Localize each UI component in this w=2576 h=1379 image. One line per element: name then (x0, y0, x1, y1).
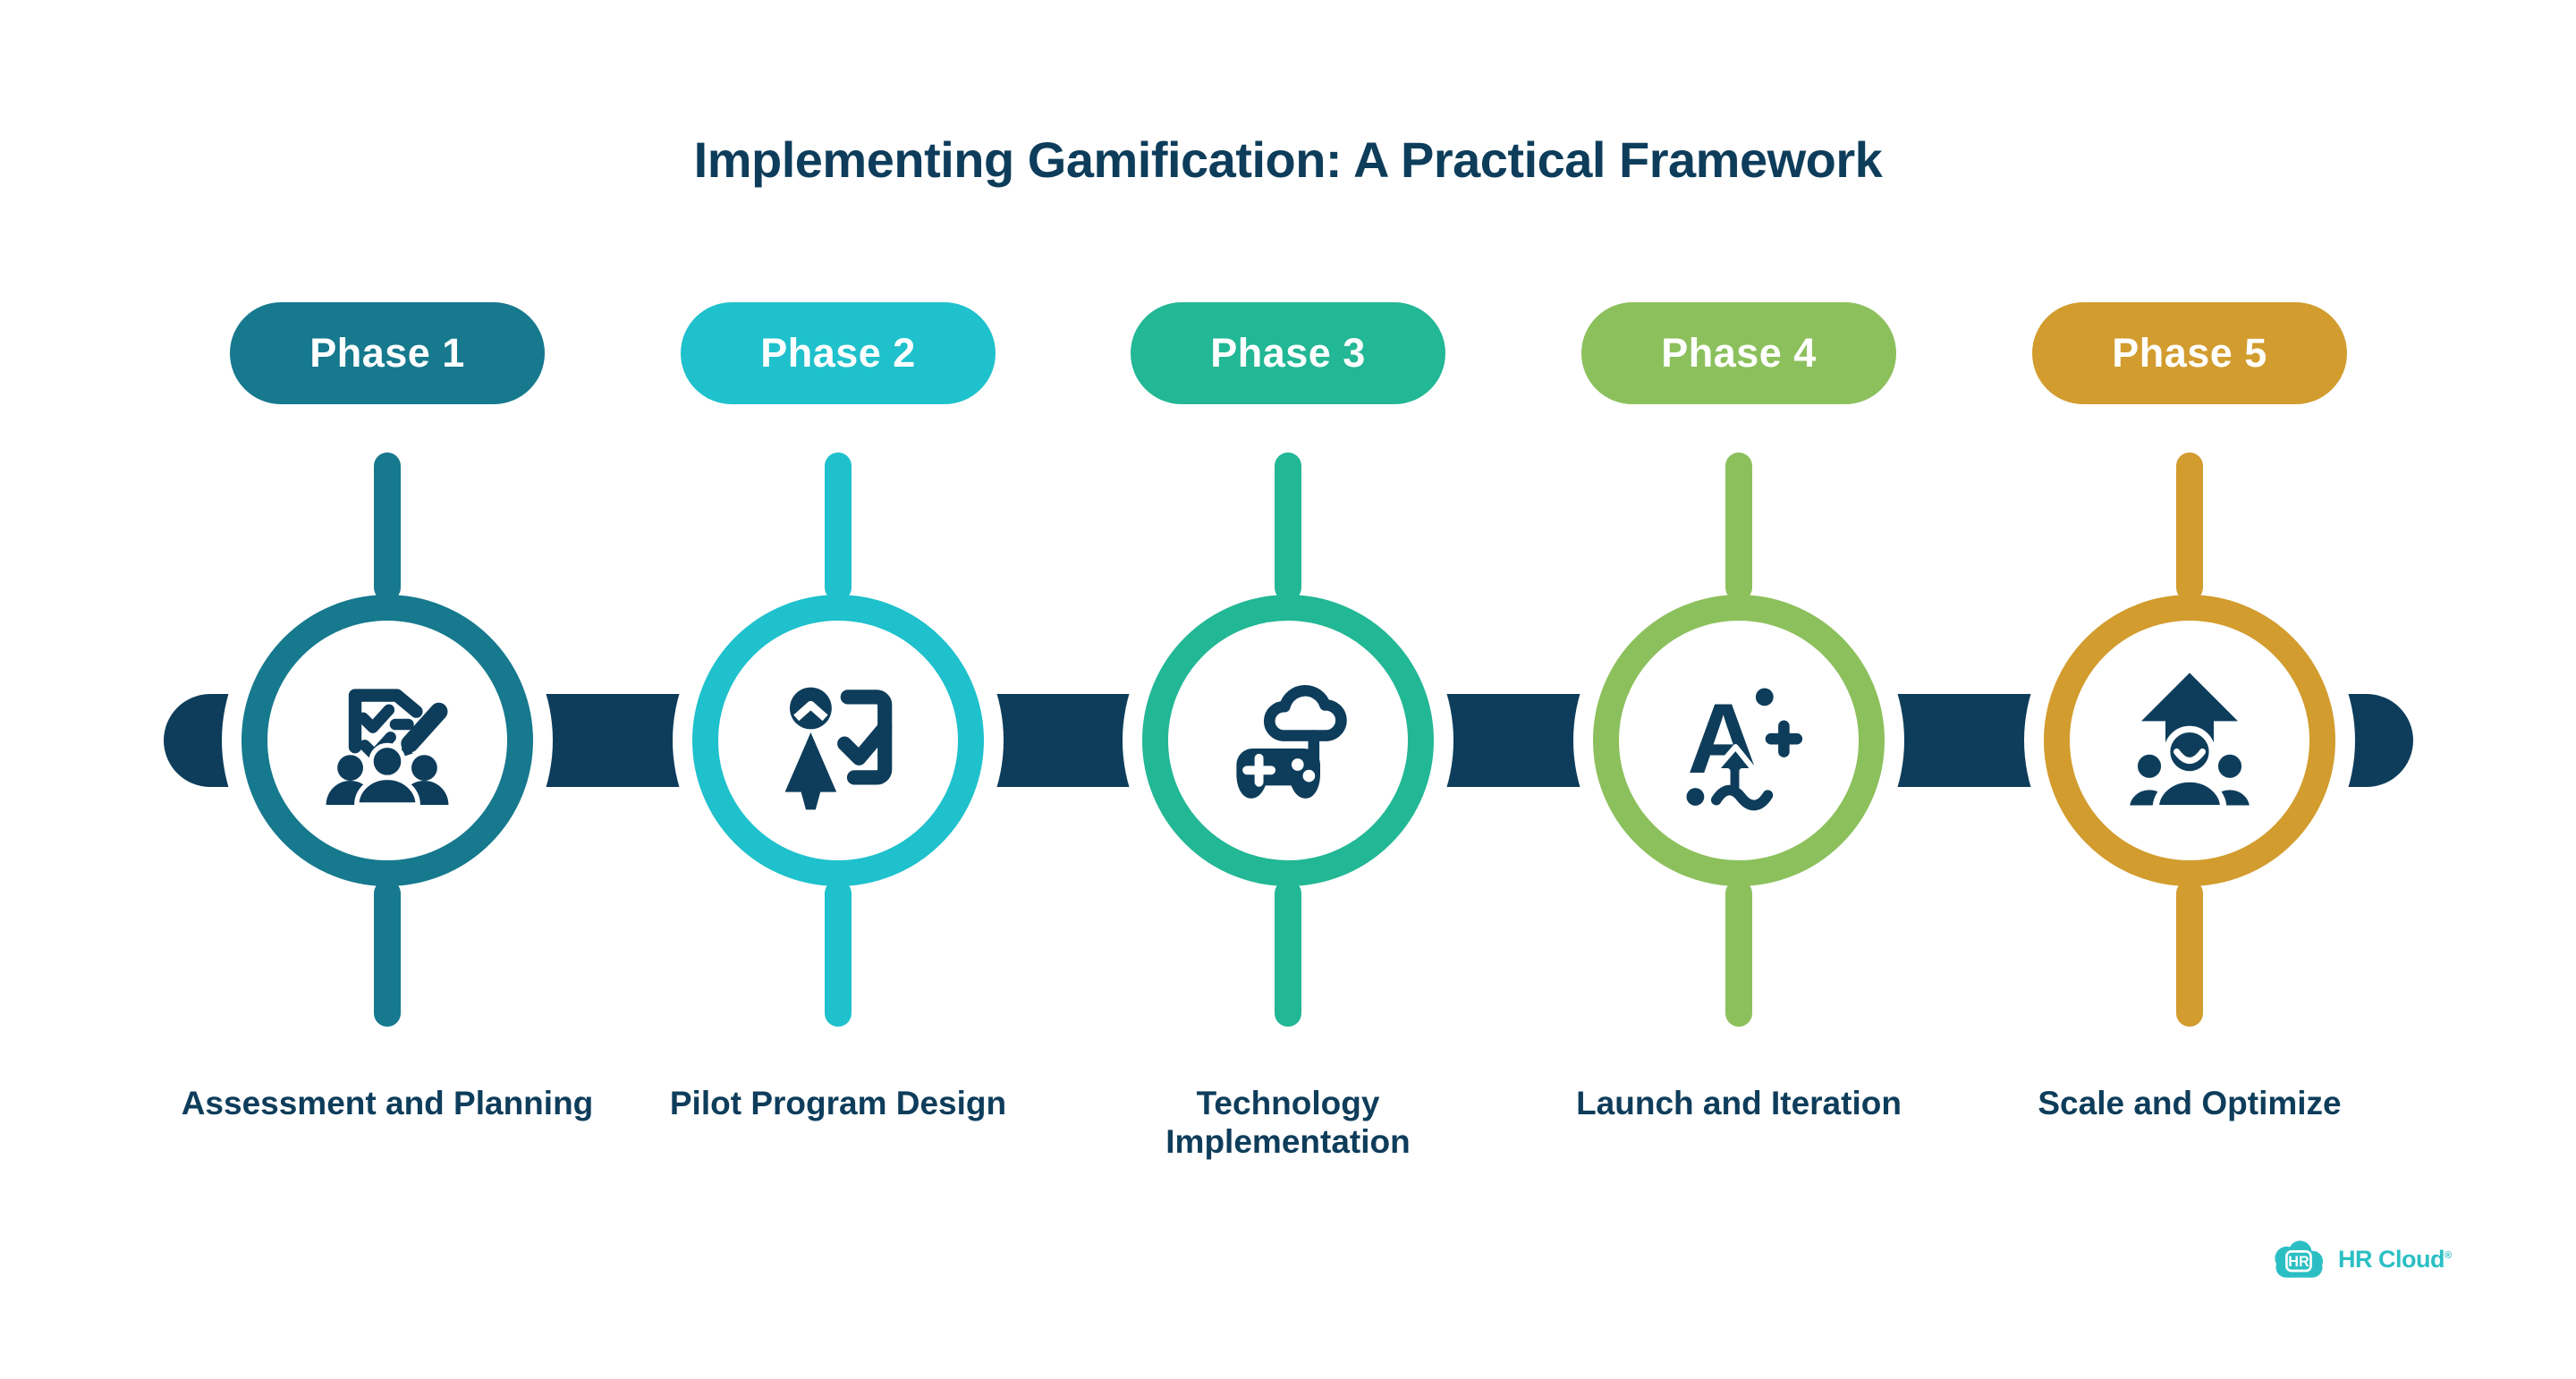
launch-iteration-icon: A (1686, 682, 1803, 811)
phase-column-2: Phase 2 Pilot Program Design (623, 0, 1053, 1379)
phase-2-circle (692, 595, 984, 886)
phase-4-label: Launch and Iteration (1576, 1085, 1902, 1121)
phase-5-connector-top (2176, 453, 2203, 601)
phase-column-1: Phase 1 Assessment and Planning (173, 0, 602, 1379)
hr-cloud-logo: HR HR Cloud® (2270, 1236, 2452, 1282)
phase-2-connector-top (825, 453, 852, 601)
phase-1-badge: Phase 1 (230, 302, 545, 404)
phase-3-connector-bottom (1275, 880, 1301, 1027)
phase-1-label: Assessment and Planning (181, 1085, 594, 1121)
phase-2-label: Pilot Program Design (669, 1085, 1007, 1121)
phase-3-badge: Phase 3 (1131, 302, 1445, 404)
hr-cloud-wordmark: HR Cloud® (2338, 1245, 2452, 1273)
phase-1-connector-bottom (374, 880, 401, 1027)
technology-implementation-icon (1236, 684, 1347, 799)
registered-mark: ® (2444, 1249, 2452, 1261)
svg-text:A: A (1687, 682, 1759, 794)
phase-5-circle (2044, 595, 2335, 886)
phase-3-label: Technology Implementation (1165, 1085, 1411, 1161)
phase-5-badge: Phase 5 (2032, 302, 2347, 404)
phase-5-label: Scale and Optimize (2038, 1085, 2342, 1121)
hr-cloud-icon: HR (2275, 1240, 2324, 1278)
phase-column-3: Phase 3 Technology Implementation (1073, 0, 1503, 1379)
phase-4-badge: Phase 4 (1581, 302, 1896, 404)
hr-cloud-monogram: HR (2288, 1254, 2309, 1270)
pilot-program-icon (784, 687, 893, 810)
phase-2-badge: Phase 2 (681, 302, 996, 404)
phase-column-5: Phase 5 Scale and Optimize (1975, 0, 2404, 1379)
scale-optimize-icon (2123, 673, 2256, 812)
phase-3-circle (1142, 595, 1434, 886)
phase-1-circle (242, 595, 533, 886)
phase-1-connector-top (374, 453, 401, 601)
phase-column-4: Phase 4 A Launch and Iteration (1524, 0, 1953, 1379)
assessment-planning-icon (326, 689, 449, 808)
phase-3-connector-top (1275, 453, 1301, 601)
phase-4-connector-bottom (1725, 880, 1752, 1027)
phase-4-circle: A (1593, 595, 1885, 886)
page-title: Implementing Gamification: A Practical F… (693, 131, 1883, 188)
phase-4-connector-top (1725, 453, 1752, 601)
phase-5-connector-bottom (2176, 880, 2203, 1027)
phase-2-connector-bottom (825, 880, 852, 1027)
